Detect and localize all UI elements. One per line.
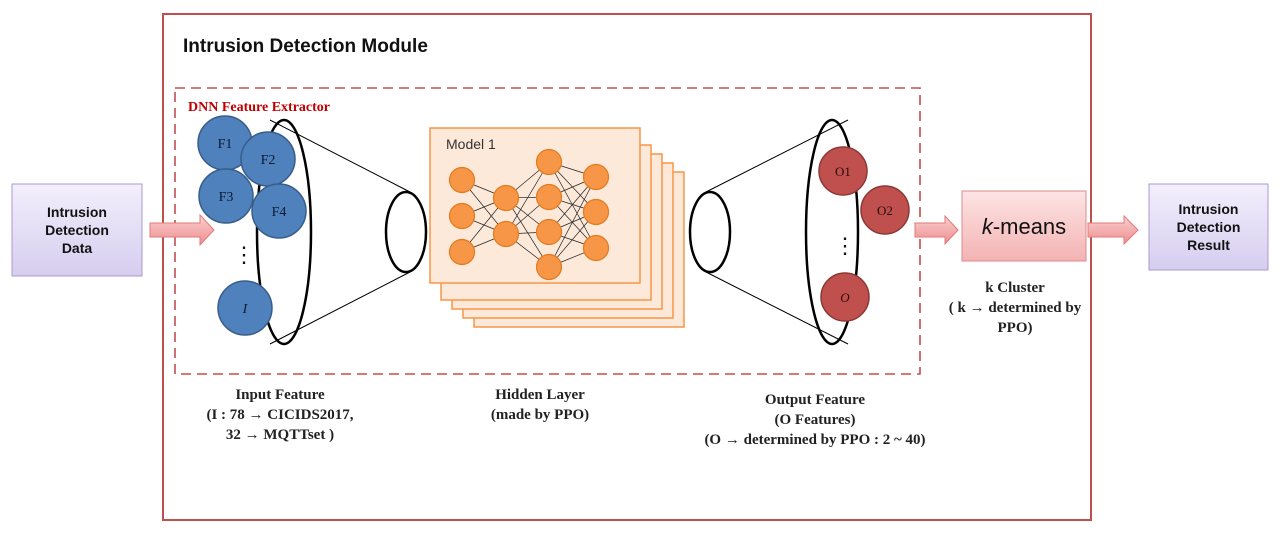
- kmeans-box: [961, 190, 1087, 262]
- input-node-i-label: I: [242, 302, 249, 317]
- input-node-f3: [198, 168, 254, 224]
- result-box: [1148, 183, 1269, 271]
- nn-neuron: [582, 163, 610, 191]
- nn-neuron: [582, 234, 610, 262]
- output-node-o2: [860, 185, 910, 235]
- cluster-caption: k Cluster ( k → determined by PPO): [948, 280, 1082, 336]
- input-node-f3-label: F3: [219, 190, 234, 205]
- module-frame: [162, 13, 1092, 521]
- nn-neuron: [448, 202, 476, 230]
- nn-edge: [548, 176, 597, 268]
- arrow-input-to-extractor: [149, 213, 215, 247]
- input-cone: [255, 118, 428, 346]
- kmeans-label: k-means: [982, 214, 1066, 239]
- input-node-f4-label: F4: [272, 205, 287, 220]
- output-feature-nodes: [818, 146, 910, 322]
- input-node-i: [217, 280, 273, 336]
- arrow-kmeans-to-result: [1087, 214, 1139, 246]
- model-label: Model 1: [446, 136, 496, 152]
- nn-neuron: [492, 184, 520, 212]
- output-node-o-label: O: [840, 290, 850, 305]
- arrow-extractor-to-kmeans: [914, 214, 959, 246]
- extractor-title: DNN Feature Extractor: [188, 100, 330, 115]
- output-node-o2-label: O2: [877, 203, 893, 218]
- nn-edge: [505, 197, 550, 268]
- module-title: Intrusion Detection Module: [183, 36, 428, 57]
- nn-neuron: [535, 218, 563, 246]
- output-feature-caption: Output Feature (O Features) (O → determi…: [704, 392, 926, 448]
- hidden-layer-caption: Hidden Layer (made by PPO): [490, 387, 590, 423]
- input-ellipsis: ⋮: [233, 242, 255, 267]
- output-ellipsis: ⋮: [834, 233, 856, 258]
- input-feature-nodes: [197, 115, 307, 336]
- nn-neuron: [535, 183, 563, 211]
- nn-edge: [505, 161, 550, 235]
- input-node-f1-label: F1: [218, 137, 233, 152]
- nn-neuron: [535, 253, 563, 281]
- output-node-o1-label: O1: [835, 164, 851, 179]
- input-data-box: [11, 183, 143, 277]
- input-node-f4: [251, 183, 307, 239]
- nn-neuron: [448, 238, 476, 266]
- output-node-o1: [818, 146, 868, 196]
- hidden-layer-network: [448, 148, 610, 281]
- nn-neuron: [492, 220, 520, 248]
- nn-neuron: [582, 198, 610, 226]
- nn-neuron: [448, 166, 476, 194]
- output-cone: [688, 118, 860, 346]
- input-feature-caption: Input Feature (I : 78 → CICIDS2017, 32 →…: [206, 387, 354, 443]
- output-node-o: [820, 272, 870, 322]
- input-node-f2-label: F2: [261, 153, 276, 168]
- nn-neuron: [535, 148, 563, 176]
